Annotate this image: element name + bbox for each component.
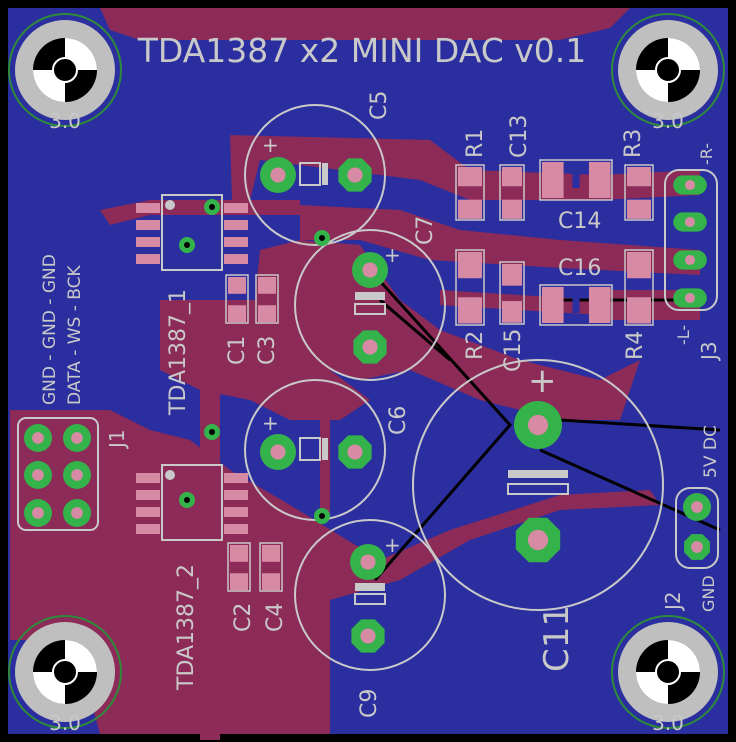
c9-outline (294, 519, 446, 671)
label-c5: C5 (367, 91, 392, 120)
label-c1: C1 (225, 336, 250, 365)
hole-size-label: 3.0 (49, 109, 81, 133)
plus-c9: + (384, 533, 401, 557)
label-c15: C15 (501, 329, 526, 372)
plus-c7: + (384, 243, 401, 267)
polarity-markers (299, 162, 569, 605)
label-c3: C3 (255, 336, 280, 365)
label-c16: C16 (558, 256, 601, 281)
label-j1: J1 (105, 429, 129, 450)
smd-passives (225, 159, 654, 592)
c7-outline (294, 229, 446, 381)
label-j3-r: -R- (697, 143, 716, 165)
through-hole-pads (24, 157, 711, 653)
label-ic1: TDA1387_1 (166, 289, 191, 416)
label-c13: C13 (507, 115, 532, 158)
plus-c5: + (262, 133, 279, 157)
label-j2-gnd: GND (699, 575, 718, 612)
label-j2: J2 (661, 591, 685, 612)
hole-size-label: 3.0 (652, 109, 684, 133)
label-j2-5v: 5V DC (701, 425, 721, 478)
plus-c6: + (262, 411, 279, 435)
hole-size-label: 3.0 (652, 711, 684, 735)
label-ic2: TDA1387_2 (174, 564, 199, 691)
label-c14: C14 (558, 209, 601, 234)
ic2-outline (161, 464, 223, 541)
label-j1-row1: GND - GND - GND (40, 254, 60, 405)
j1-outline (17, 417, 99, 531)
label-c4: C4 (263, 603, 288, 632)
label-r4: R4 (623, 331, 648, 360)
c11-outline (412, 359, 664, 611)
label-r2: R2 (463, 331, 488, 360)
label-j1-row2: DATA - WS - BCK (65, 264, 85, 405)
hole-size-label: 3.0 (49, 711, 81, 735)
plus-c11: + (528, 361, 557, 401)
label-c11: C11 (537, 605, 577, 672)
ic-pads (136, 203, 248, 534)
hole-top-left: 3.0 (8, 13, 122, 133)
hole-top-right: 3.0 (611, 13, 725, 133)
c5-outline (244, 104, 386, 246)
label-r1: R1 (463, 129, 488, 158)
hole-bottom-left: 3.0 (8, 615, 122, 735)
label-c2: C2 (231, 603, 256, 632)
label-c6: C6 (386, 406, 411, 435)
j2-outline (675, 487, 719, 569)
board-title: TDA1387 x2 MINI DAC v0.1 (137, 31, 587, 70)
label-c7: C7 (413, 216, 438, 245)
label-j3: J3 (697, 341, 721, 362)
label-r3: R3 (621, 129, 646, 158)
label-j3-l: -L- (674, 325, 693, 345)
ic1-outline (161, 194, 223, 271)
c6-outline (244, 379, 386, 521)
label-c9: C9 (357, 689, 382, 718)
hole-bottom-right: 3.0 (611, 615, 725, 735)
mounting-holes: 3.0 3.0 3.0 3.0 (8, 13, 725, 735)
j3-outline (664, 169, 718, 311)
